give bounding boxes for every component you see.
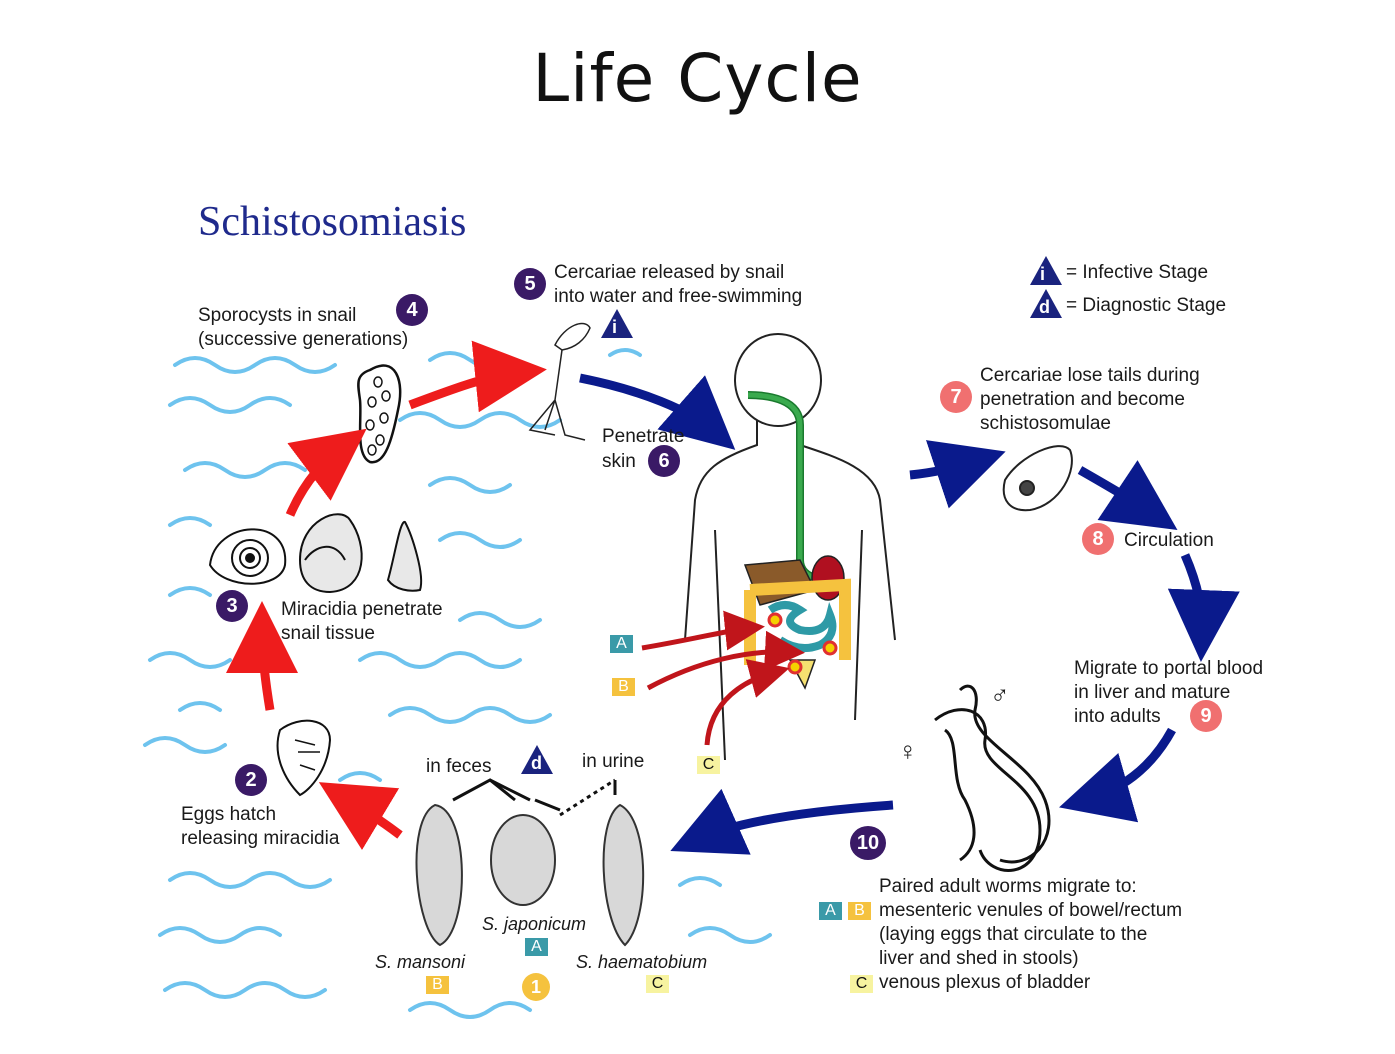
step10-line1: Paired adult worms migrate to: — [879, 876, 1137, 897]
mansoni-site-b: B — [426, 976, 449, 994]
step1-badge: 1 — [522, 973, 550, 1001]
step3-line2: snail tissue — [281, 623, 375, 644]
step2-badge: 2 — [235, 764, 267, 796]
step9-line2: in liver and mature — [1074, 682, 1231, 703]
step10-line3: (laying eggs that circulate to the — [879, 924, 1148, 945]
s-mansoni-label: S. mansoni — [375, 952, 466, 972]
adult-worms — [934, 684, 1051, 872]
body-site-b: B — [612, 678, 635, 696]
s-japonicum-label: S. japonicum — [482, 914, 587, 934]
step8-label: Circulation — [1124, 530, 1214, 551]
s-haematobium-label: S. haematobium — [576, 952, 708, 972]
step7-line3: schistosomulae — [980, 413, 1111, 434]
cercaria — [528, 322, 591, 441]
stage-triangles — [521, 256, 1062, 774]
step3-badge: 3 — [216, 590, 248, 622]
eggs-diagnostic-symbol: d — [531, 753, 542, 773]
step9-line3: into adults — [1074, 706, 1161, 727]
step5-infective-symbol: i — [612, 317, 618, 337]
step6-line1: Penetrate — [602, 426, 685, 447]
step2-line2: releasing miracidia — [181, 828, 340, 849]
step10-badge: 10 — [850, 826, 886, 860]
in-urine-label: in urine — [582, 751, 645, 772]
step7-line1: Cercariae lose tails during — [980, 365, 1200, 386]
step4-badge: 4 — [396, 294, 428, 326]
in-feces-label: in feces — [426, 756, 492, 777]
slide-title: Life Cycle — [532, 40, 863, 117]
step7-line2: penetration and become — [980, 389, 1185, 410]
step10-site-a: A — [819, 902, 842, 920]
eggs — [415, 803, 645, 947]
egg-connector-lines — [452, 778, 617, 817]
diagram-title: Schistosomiasis — [198, 199, 467, 245]
step3-line1: Miracidia penetrate — [281, 599, 443, 620]
red-arrows — [226, 340, 547, 851]
female-symbol: ♀ — [898, 736, 918, 766]
step6-line2: skin — [602, 451, 636, 472]
japonicum-site-a: A — [525, 938, 548, 956]
step10-line2: mesenteric venules of bowel/rectum — [879, 900, 1183, 921]
step10-site-b: B — [848, 902, 871, 920]
schistosomula — [1002, 445, 1073, 512]
step9-badge: 9 — [1190, 700, 1222, 732]
step8-badge: 8 — [1082, 523, 1114, 555]
step4-line2: (successive generations) — [198, 329, 409, 350]
miracidium — [276, 719, 332, 797]
body-site-c: C — [697, 756, 720, 774]
legend-diagnostic-symbol: d — [1039, 297, 1050, 317]
step10-site-c: C — [850, 975, 873, 993]
snails — [208, 513, 423, 594]
water-waves — [143, 348, 772, 1019]
step10-line5: venous plexus of bladder — [879, 972, 1091, 993]
body-site-a: A — [610, 635, 633, 653]
haematobium-site-c: C — [646, 975, 669, 993]
step5-line2: into water and free-swimming — [554, 286, 803, 307]
step6-badge: 6 — [648, 445, 680, 477]
step7-badge: 7 — [940, 381, 972, 413]
sporocyst — [357, 364, 402, 464]
step5-line1: Cercariae released by snail — [554, 262, 785, 283]
legend-infective-symbol: i — [1040, 264, 1046, 284]
male-symbol: ♂ — [990, 680, 1010, 710]
step2-line1: Eggs hatch — [181, 804, 277, 825]
human-body — [684, 333, 896, 761]
legend-diagnostic-label: = Diagnostic Stage — [1066, 295, 1227, 316]
blue-arrows — [579, 373, 1240, 855]
legend-infective-label: = Infective Stage — [1066, 262, 1209, 283]
step5-badge: 5 — [514, 268, 546, 300]
site-arrows — [641, 610, 805, 746]
step10-line4: liver and shed in stools) — [879, 948, 1079, 969]
step4-line1: Sporocysts in snail — [198, 305, 357, 326]
digestive-tract — [743, 391, 851, 690]
step9-line1: Migrate to portal blood — [1074, 658, 1264, 679]
